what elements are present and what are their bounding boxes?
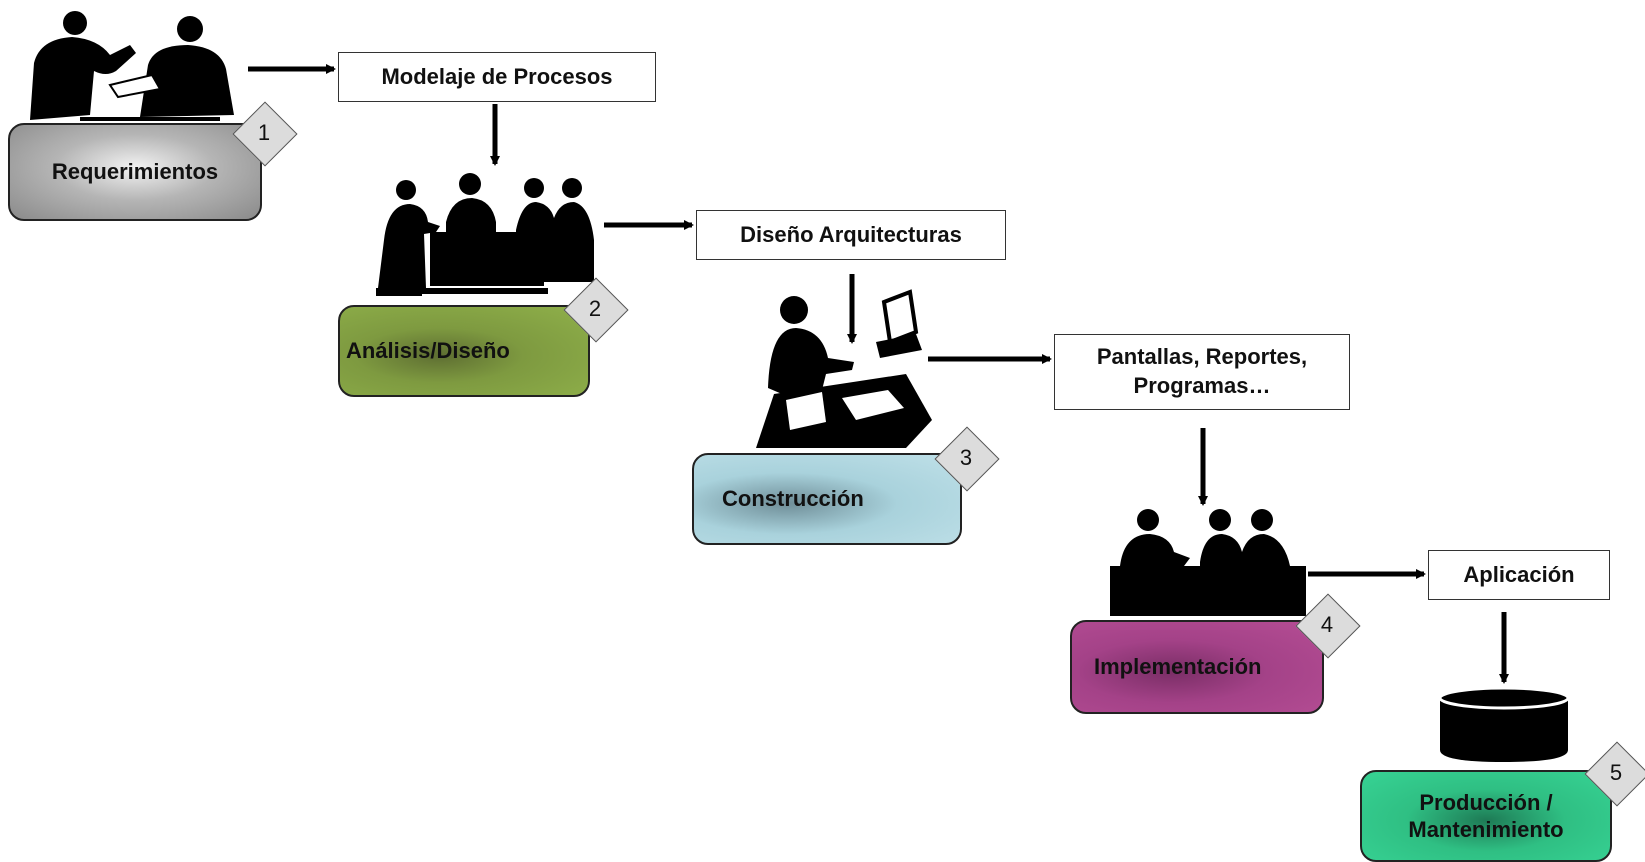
output-label: Diseño Arquitecturas	[740, 221, 962, 247]
output-diseno-arquitecturas: Diseño Arquitecturas	[696, 210, 1006, 260]
output-aplicacion: Aplicación	[1428, 550, 1610, 600]
step-number-badge: 5	[1584, 741, 1645, 805]
team-working-icon	[1110, 509, 1306, 616]
phase-label: Producción / Mantenimiento	[1408, 789, 1564, 843]
step-number: 3	[959, 445, 973, 470]
step-number-badge: 4	[1295, 593, 1359, 657]
phase-label: Requerimientos	[51, 159, 219, 185]
phase-label: Análisis/Diseño	[346, 338, 510, 364]
step-number: 2	[588, 296, 602, 321]
phase-analisis-diseno: Análisis/Diseño	[338, 305, 590, 397]
phase-construccion: Construcción	[692, 453, 962, 545]
phase-requerimientos: Requerimientos	[8, 123, 262, 221]
output-label: Modelaje de Procesos	[381, 63, 613, 89]
step-number-badge: 2	[563, 277, 627, 341]
output-label: Aplicación	[1463, 561, 1575, 587]
output-pantallas-reportes: Pantallas, Reportes, Programas…	[1054, 334, 1350, 410]
phase-produccion-mantenimiento: Producción / Mantenimiento	[1360, 770, 1612, 862]
phase-label: Construcción	[722, 486, 864, 512]
output-label: Pantallas, Reportes, Programas…	[1096, 344, 1308, 398]
database-cylinder-icon	[1438, 686, 1570, 762]
step-number: 4	[1320, 612, 1334, 637]
group-meeting-icon	[376, 173, 594, 296]
phase-label: Implementación	[1094, 654, 1262, 680]
step-number-badge: 3	[934, 426, 998, 490]
phase-implementacion: Implementación	[1070, 620, 1324, 714]
step-number-badge: 1	[232, 101, 296, 165]
two-people-meeting-icon	[30, 11, 234, 121]
step-number: 1	[257, 120, 271, 145]
person-at-desk-icon	[756, 289, 932, 448]
output-modelaje-procesos: Modelaje de Procesos	[338, 52, 656, 102]
step-number: 5	[1609, 760, 1623, 785]
